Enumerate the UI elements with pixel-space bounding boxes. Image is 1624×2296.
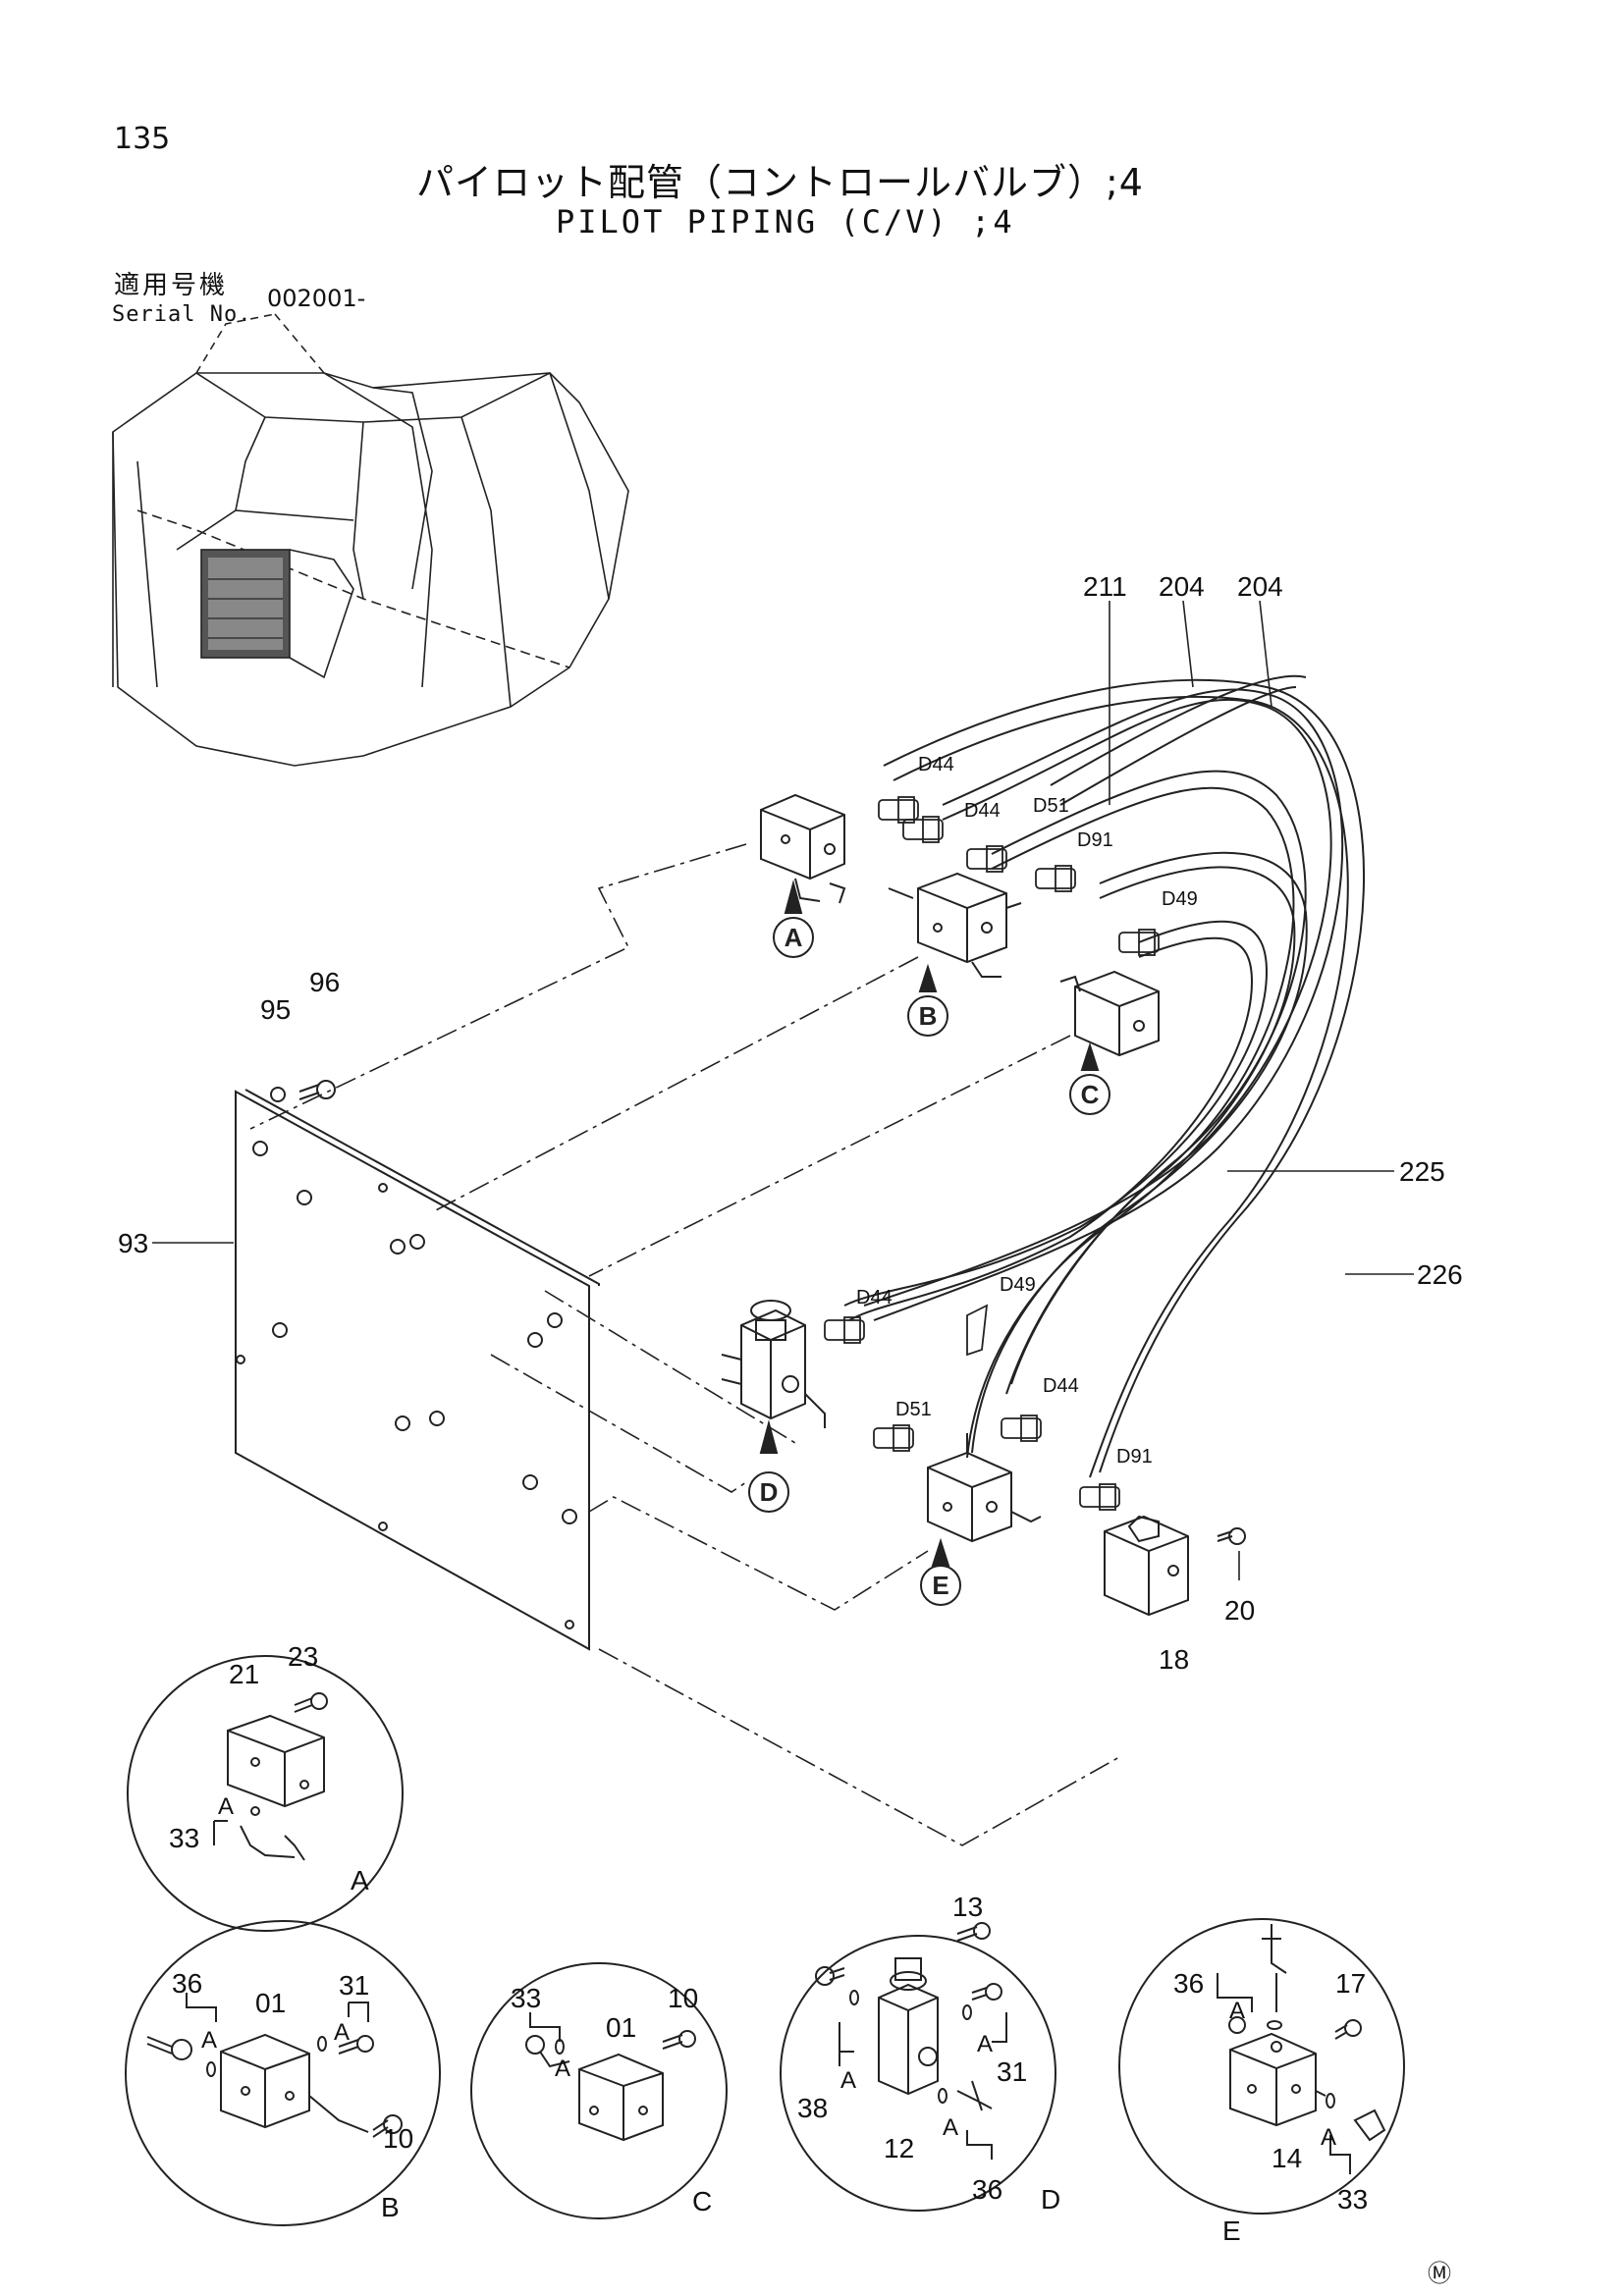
svg-text:36: 36	[1173, 1968, 1204, 1999]
hose-label-d91: D91	[1116, 1446, 1153, 1468]
svg-text:33: 33	[169, 1823, 199, 1853]
svg-text:E: E	[932, 1571, 948, 1600]
svg-text:13: 13	[952, 1892, 983, 1922]
valve-block-b	[888, 872, 1022, 978]
valve-block-d	[721, 1300, 826, 1428]
svg-text:D: D	[1041, 2184, 1060, 2215]
bolt-20	[1217, 1527, 1246, 1545]
callout-204: 204	[1237, 571, 1283, 602]
svg-text:12: 12	[884, 2133, 914, 2163]
serial-label-japanese: 適用号機	[114, 271, 229, 300]
detail-view-e: 36 17 14 33 A A E	[1118, 1918, 1405, 2246]
svg-text:31: 31	[997, 2056, 1027, 2087]
hose-label-d44: D44	[856, 1287, 893, 1308]
hose-label-d44: D44	[918, 754, 954, 775]
svg-text:A: A	[943, 2114, 958, 2141]
svg-text:36: 36	[972, 2174, 1002, 2205]
circle-label-b: B	[907, 963, 948, 1037]
mounting-plate-93	[235, 1089, 600, 1651]
valve-block-a	[760, 793, 846, 904]
svg-text:10: 10	[383, 2123, 413, 2154]
detail-view-c: 33 01 10 A C	[470, 1962, 728, 2219]
svg-text:01: 01	[606, 2012, 636, 2043]
corner-mark: Ⓜ	[1428, 2260, 1451, 2287]
hose-label-d51: D51	[1033, 795, 1069, 817]
detail-view-a: 21 23 33 A A	[127, 1641, 404, 1932]
callout-204: 204	[1159, 571, 1205, 602]
leader-lines	[249, 843, 1120, 1846]
hose-label-d91: D91	[1077, 829, 1113, 851]
svg-text:A: A	[351, 1865, 369, 1896]
hose-fittings	[824, 796, 1160, 1511]
circle-label-d: D	[748, 1419, 789, 1513]
serial-number-value: 002001-	[267, 285, 366, 312]
callout-226: 226	[1417, 1259, 1463, 1290]
svg-text:10: 10	[668, 1983, 698, 2013]
circle-label-c: C	[1069, 1041, 1110, 1115]
circle-label-e: E	[920, 1537, 961, 1606]
page-number: 135	[114, 122, 171, 156]
callout-lines	[152, 600, 1414, 1580]
svg-text:33: 33	[1337, 2184, 1368, 2215]
svg-text:A: A	[1229, 1998, 1245, 2024]
svg-text:B: B	[919, 1001, 938, 1031]
circle-label-a: A	[773, 880, 814, 958]
svg-text:C: C	[692, 2186, 712, 2216]
svg-text:36: 36	[172, 1968, 202, 1999]
svg-text:D: D	[760, 1477, 779, 1507]
title-japanese: パイロット配管（コントロールバルブ）;4	[416, 161, 1144, 204]
hose-label-d51: D51	[895, 1399, 932, 1420]
callout-18: 18	[1159, 1644, 1189, 1675]
svg-text:38: 38	[797, 2093, 828, 2123]
svg-text:A: A	[555, 2056, 570, 2082]
hose-label-d44: D44	[1043, 1375, 1079, 1397]
valve-block-18	[1104, 1515, 1189, 1617]
svg-text:14: 14	[1272, 2143, 1302, 2173]
svg-text:33: 33	[511, 1983, 541, 2013]
svg-text:A: A	[785, 923, 803, 952]
svg-text:23: 23	[288, 1641, 318, 1672]
hose-label-d49: D49	[1162, 888, 1198, 910]
hose-label-d49: D49	[1000, 1274, 1036, 1296]
valve-block-c	[1059, 970, 1160, 1057]
svg-text:A: A	[977, 2031, 993, 2057]
svg-text:A: A	[201, 2027, 217, 2054]
svg-text:E: E	[1222, 2216, 1241, 2246]
callout-20: 20	[1224, 1595, 1255, 1626]
svg-text:A: A	[218, 1793, 234, 1820]
svg-text:B: B	[381, 2192, 400, 2222]
callout-225: 225	[1399, 1156, 1445, 1187]
svg-text:31: 31	[339, 1970, 369, 2001]
hose-label-d44: D44	[964, 800, 1001, 822]
machine-overview-sketch	[112, 313, 629, 767]
hose-bundle	[843, 674, 1366, 1478]
callout-211: 211	[1083, 571, 1127, 602]
svg-text:A: A	[1321, 2124, 1336, 2151]
valve-block-e	[927, 1433, 1042, 1543]
svg-text:A: A	[334, 2019, 350, 2046]
svg-text:A: A	[840, 2067, 856, 2094]
svg-text:01: 01	[255, 1988, 286, 2018]
detail-view-d: 13 38 31 12 36 A A A D	[780, 1892, 1060, 2215]
callout-93: 93	[118, 1228, 148, 1258]
svg-text:C: C	[1081, 1080, 1100, 1109]
callout-96: 96	[309, 967, 340, 997]
svg-text:21: 21	[229, 1659, 259, 1689]
detail-view-b: 36 01 31 10 A A B	[125, 1920, 441, 2226]
title-english: PILOT PIPING (C/V) ;4	[556, 203, 1015, 240]
callout-95: 95	[260, 994, 291, 1025]
svg-text:17: 17	[1335, 1968, 1366, 1999]
washer-95-bolt-96	[270, 1080, 336, 1102]
